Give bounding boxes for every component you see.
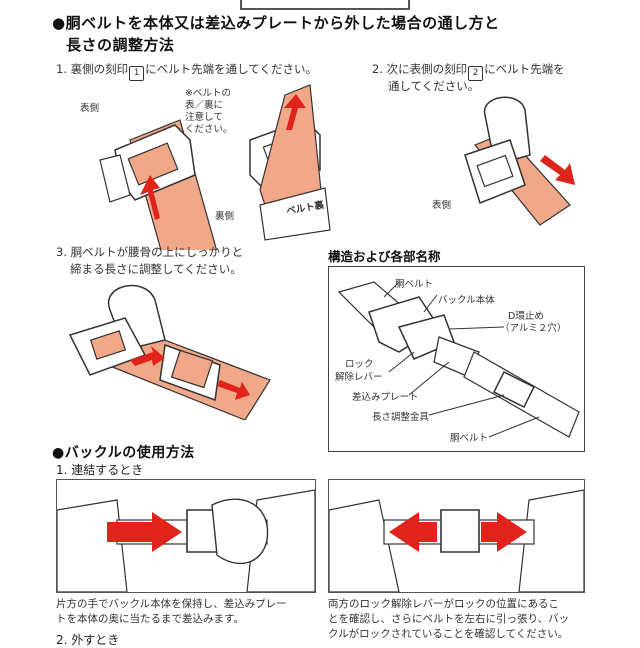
step1-illustration bbox=[99, 84, 331, 250]
leader-line bbox=[448, 326, 505, 330]
top-header-box bbox=[240, 0, 410, 10]
step3-text-line1: 3. 胴ベルトが腰骨の上にしっかりと bbox=[56, 245, 244, 259]
verify-illustration bbox=[329, 489, 584, 592]
caption-left: 片方の手でバックル本体を保持し、差込みプレー トを本体の奥に当たるまで差込みます… bbox=[56, 597, 287, 627]
connect-illustration bbox=[57, 489, 315, 592]
caption-right: 両方のロック解除レバーがロックの位置にあるこ とを確認し、さらにベルトを左右に引… bbox=[328, 597, 569, 642]
part-label-buckle-body: バックル本体 bbox=[438, 295, 495, 306]
part-label-d-ring-2: （アルミ２穴） bbox=[500, 323, 567, 334]
caption-line: 片方の手でバックル本体を保持し、差込みプレー bbox=[56, 598, 287, 610]
usage-panel-right bbox=[328, 479, 585, 593]
torso-left bbox=[57, 499, 128, 592]
buckle-slot-4 bbox=[89, 330, 127, 360]
stamp-mark-1: 1 bbox=[129, 66, 145, 81]
caption-line: トを本体の奥に当たるまで差込みます。 bbox=[56, 613, 244, 625]
arrow-up-icon-2 bbox=[284, 94, 306, 130]
leader-line bbox=[423, 294, 438, 313]
step1-text-post: にベルト先端を通してください。 bbox=[145, 62, 317, 76]
buckle-slot-3 bbox=[476, 154, 514, 188]
leader-line bbox=[488, 416, 540, 438]
structure-illustration bbox=[337, 281, 580, 438]
part-label-lock-2: 解除レバー bbox=[335, 372, 383, 383]
arrow-right-icon-3 bbox=[481, 512, 527, 552]
step1-text-pre: 1. 裏側の刻印 bbox=[56, 62, 129, 76]
section2-title: ●バックルの使用方法 bbox=[52, 445, 195, 461]
stamp-mark-2: 2 bbox=[468, 66, 484, 81]
leader-line bbox=[383, 281, 400, 298]
part-label-belt-top: 胴ベルト bbox=[395, 279, 434, 290]
part-label-belt-bottom: 胴ベルト bbox=[450, 433, 489, 444]
note-line: ※ベルトの bbox=[185, 88, 231, 99]
section1-title-line2: 長さの調整方法 bbox=[66, 36, 175, 54]
section1-title-line1: ●胴ベルトを本体又は差込みプレートから外した場合の通し方と bbox=[52, 14, 500, 32]
step2-illustration bbox=[464, 96, 575, 226]
caption-line: 両方のロック解除レバーがロックの位置にあるこ bbox=[328, 598, 559, 610]
step1-note: ※ベルトの 表／裏に 注意して ください。 bbox=[185, 88, 233, 136]
note-line: ください。 bbox=[185, 124, 233, 135]
part-label-d-ring-1: D環止め bbox=[508, 311, 544, 322]
step2-text-line2: 通してください。 bbox=[388, 79, 480, 93]
buckle-slot bbox=[127, 142, 179, 186]
caption-line: クルがロックされていることを確認してください。 bbox=[328, 628, 569, 640]
part-label-plate: 差込みプレート bbox=[352, 392, 419, 403]
structure-box bbox=[328, 266, 585, 452]
step3-illustration bbox=[68, 284, 271, 420]
arrow-right-icon bbox=[217, 380, 250, 400]
section2-subtitle: 1. 連結するとき bbox=[56, 463, 144, 477]
label-back-side: 裏側 bbox=[215, 211, 235, 222]
usage-panel-left bbox=[56, 479, 316, 593]
hand-icon bbox=[211, 498, 269, 565]
label-front-side-2: 表側 bbox=[432, 200, 452, 211]
label-front-side-1: 表側 bbox=[80, 103, 100, 114]
leader-line bbox=[428, 394, 505, 416]
arrow-up-icon bbox=[140, 175, 160, 220]
adjuster-slot bbox=[170, 349, 214, 389]
leader-line bbox=[408, 361, 450, 396]
caption-line: とを確認し、さらにベルトを左右に引っ張り、バッ bbox=[328, 613, 570, 625]
structure-title: 構造および各部名称 bbox=[328, 249, 441, 264]
arrow-left-icon bbox=[130, 346, 165, 366]
part-label-lock-1: ロック bbox=[345, 359, 374, 370]
belt-back-panel bbox=[259, 187, 331, 241]
step3-text-line2: 締まる長さに調整してください。 bbox=[70, 262, 242, 276]
leader-line bbox=[388, 351, 415, 373]
buckle-icon-2 bbox=[440, 509, 480, 553]
arrow-down-right-icon bbox=[540, 155, 575, 185]
arrow-right-icon-2 bbox=[107, 512, 182, 552]
buckle-edge bbox=[99, 154, 131, 203]
step2-text-post: にベルト先端を bbox=[484, 62, 565, 76]
note-line: 表／裏に bbox=[185, 100, 224, 111]
torso-right-2 bbox=[518, 489, 584, 592]
adjuster-shape bbox=[492, 370, 536, 409]
arrow-left-icon-2 bbox=[389, 512, 437, 552]
step2-text-pre: 2. 次に表側の刻印 bbox=[372, 62, 468, 76]
note-line: 注意して bbox=[185, 112, 223, 123]
torso-left-2 bbox=[329, 499, 400, 592]
part-label-adjuster: 長さ調整金具 bbox=[372, 412, 430, 423]
